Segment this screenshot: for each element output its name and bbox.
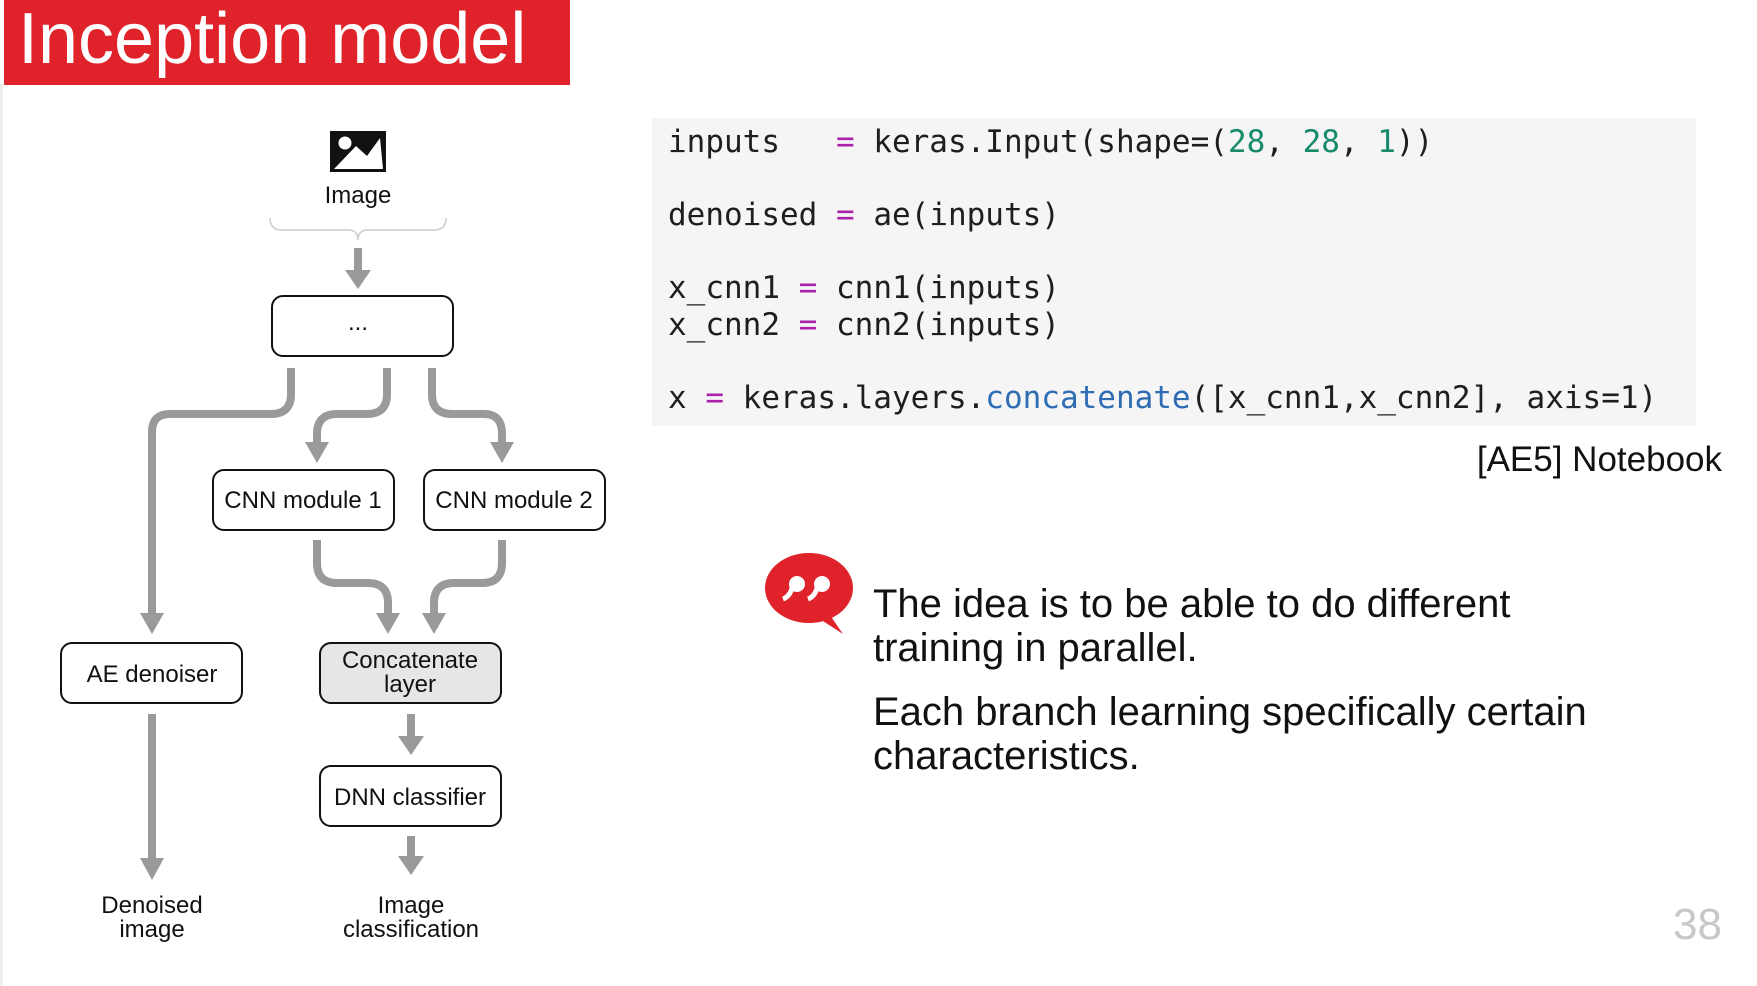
code-line: inputs = keras.Input(shape=(28, 28, 1)) <box>668 124 1696 161</box>
inception-diagram: Image ... CNN module 1 CNN module 2 AE d… <box>60 131 606 943</box>
image-icon <box>330 131 386 172</box>
input-brace <box>269 217 447 241</box>
concatenate-layer-box <box>319 642 502 704</box>
quote-paragraph-2: Each branch learning specifically certai… <box>873 690 1587 778</box>
code-token: 1 <box>1377 124 1396 160</box>
code-token: ae(inputs) <box>854 197 1060 233</box>
input-label: Image <box>325 182 392 209</box>
code-blank-line <box>668 234 1696 271</box>
hidden-layers-block <box>271 295 454 357</box>
ae-denoiser-box <box>60 642 243 704</box>
page-number: 38 <box>1673 900 1722 949</box>
code-line: denoised = ae(inputs) <box>668 197 1696 234</box>
output-classification-line2: classification <box>343 916 479 943</box>
code-token: = <box>835 124 855 160</box>
code-block: inputs = keras.Input(shape=(28, 28, 1))d… <box>652 118 1696 426</box>
code-token: = <box>798 306 818 343</box>
quote-paragraph-1: The idea is to be able to do different t… <box>873 582 1511 670</box>
quote-bubble-icon <box>765 553 853 634</box>
flow-arrows <box>140 248 514 880</box>
quote-text: The idea is to be able to do different t… <box>873 582 1633 798</box>
code-token: concatenate <box>985 379 1191 416</box>
code-token: x <box>668 379 706 416</box>
code-blank-line <box>668 161 1696 198</box>
code-token: 28 <box>1302 124 1340 160</box>
code-token: cnn1(inputs) <box>817 270 1060 306</box>
code-token: keras.layers. <box>724 379 986 416</box>
output-classification-line1: Image <box>378 892 445 919</box>
output-denoised-line2: image <box>119 916 184 943</box>
cnn-module-1-box <box>212 469 395 531</box>
code-token: denoised <box>668 197 836 233</box>
code-token: x_cnn2 <box>668 306 799 343</box>
code-token: , <box>1265 124 1303 160</box>
hidden-layers-label: ... <box>348 309 368 336</box>
concatenate-label-line1: Concatenate <box>342 647 478 674</box>
cnn-module-2-box <box>423 469 606 531</box>
code-token: 28 <box>1227 124 1266 160</box>
code-line: x_cnn1 = cnn1(inputs) <box>668 270 1696 307</box>
code-token: keras.Input(shape=( <box>854 124 1228 160</box>
ae-denoiser-label: AE denoiser <box>87 661 218 688</box>
slide-title: Inception model <box>4 0 570 85</box>
cnn-module-1-label: CNN module 1 <box>224 487 381 514</box>
code-line: x_cnn2 = cnn2(inputs) <box>668 307 1696 344</box>
dnn-classifier-box <box>319 765 502 827</box>
code-token: inputs <box>668 124 836 160</box>
code-token: = <box>798 270 818 306</box>
concatenate-label-line2: layer <box>384 671 436 698</box>
code-token: = <box>835 197 855 233</box>
dnn-classifier-label: DNN classifier <box>334 784 486 811</box>
code-token: = <box>705 379 724 416</box>
code-token: , <box>1339 124 1378 160</box>
left-margin-rule <box>0 84 3 986</box>
code-token: )) <box>1395 124 1434 160</box>
code-token: x_cnn1 <box>668 270 799 306</box>
code-blank-line <box>668 343 1696 380</box>
output-denoised-line1: Denoised <box>101 892 202 919</box>
code-token: cnn2(inputs) <box>817 306 1060 343</box>
code-line: x = keras.layers.concatenate([x_cnn1,x_c… <box>668 380 1696 417</box>
notebook-reference: [AE5] Notebook <box>1476 440 1722 479</box>
cnn-module-2-label: CNN module 2 <box>435 487 592 514</box>
code-token: ([x_cnn1,x_cnn2], axis=1) <box>1190 379 1658 416</box>
